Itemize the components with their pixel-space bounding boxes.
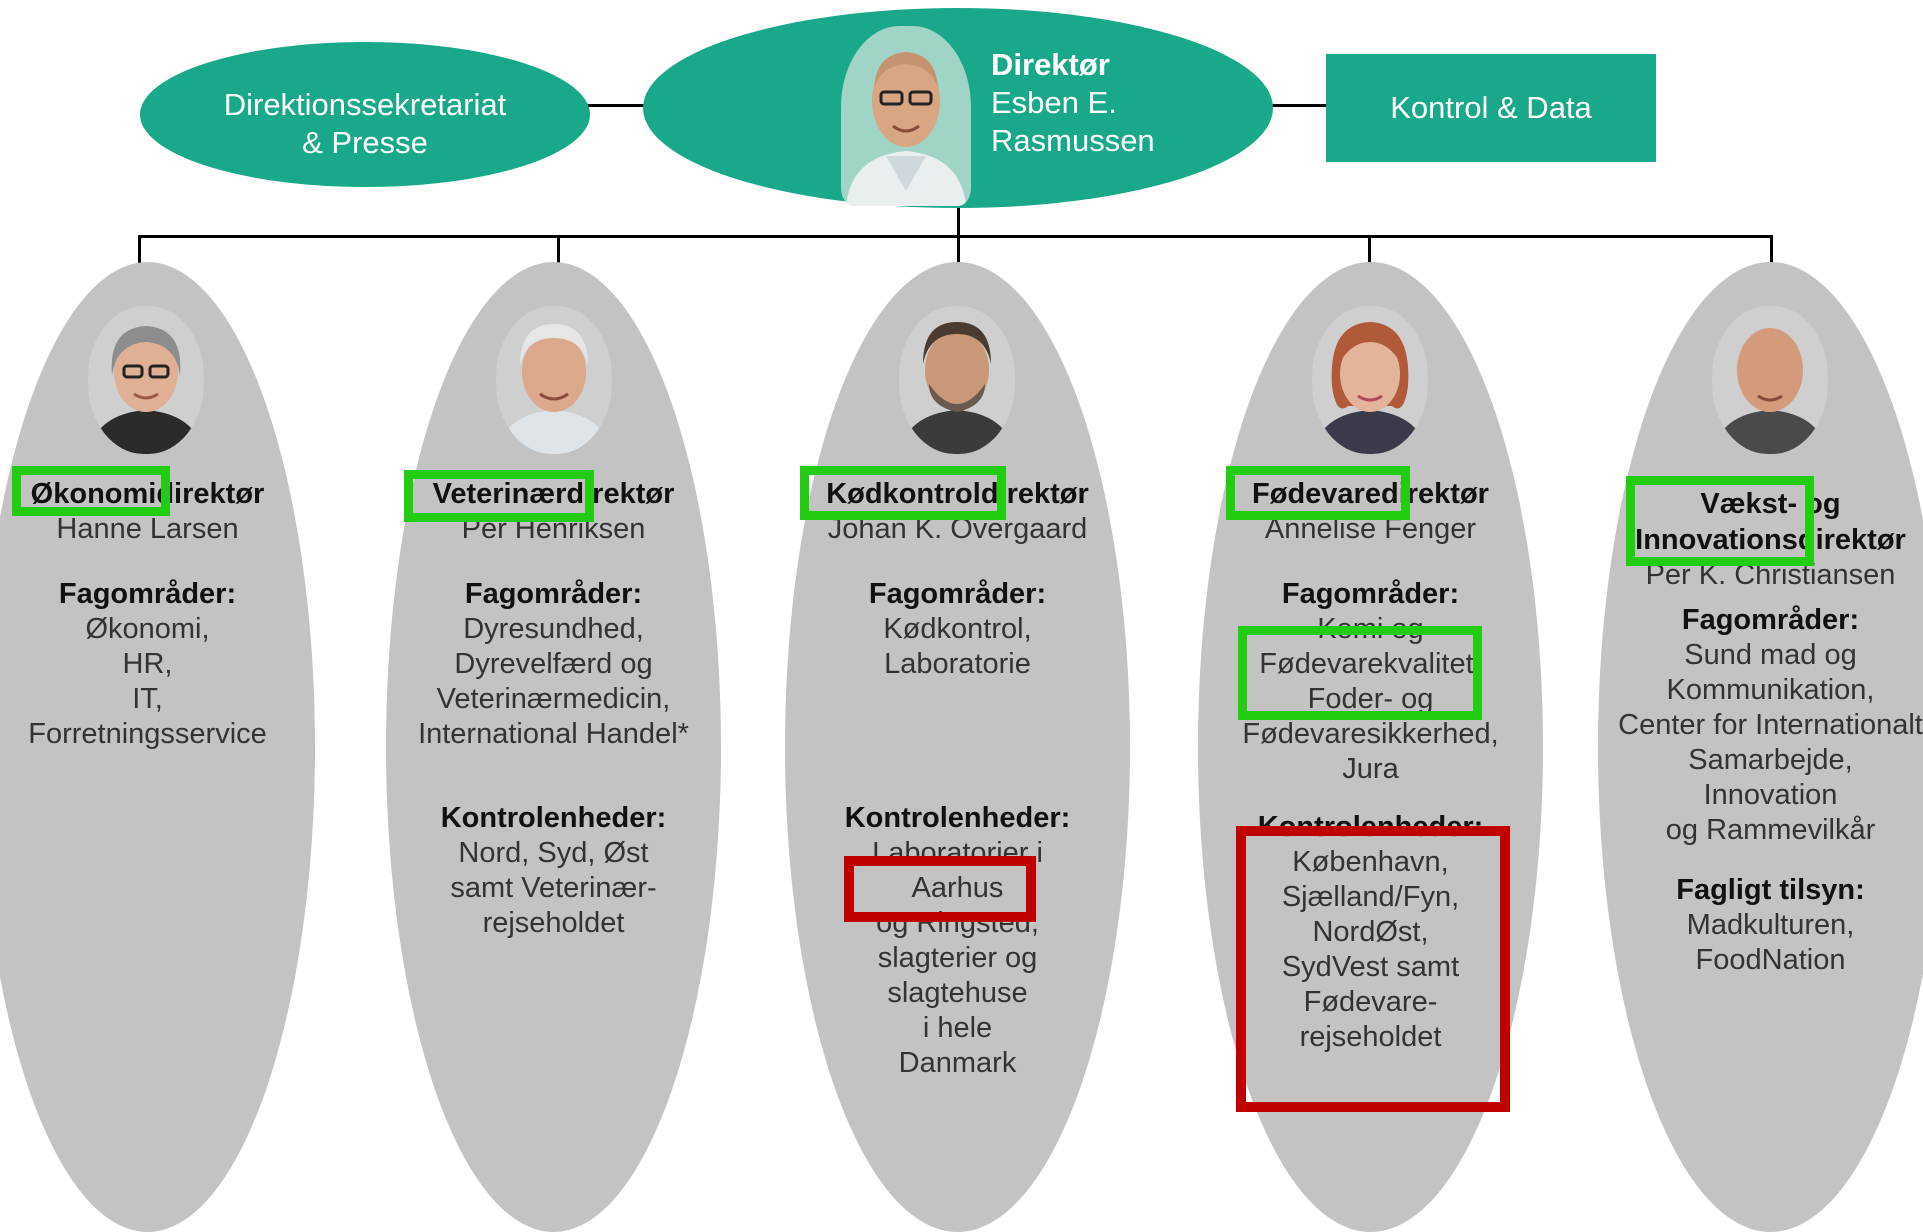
column-okonomi: Økonomidirektør Hanne Larsen Fagområder:… (0, 262, 315, 1232)
photo-johan-overgaard (899, 306, 1015, 454)
director-node: Direktør Esben E. Rasmussen (643, 8, 1273, 208)
fag-item: Samarbejde, (1688, 744, 1853, 776)
kontrol-header-kodkontrol: Kontrolenheder: (844, 802, 1071, 834)
highlight-green-fodevare (1226, 466, 1410, 520)
director-name-line2: Rasmussen (991, 123, 1155, 158)
kontrol-item: i hele (922, 1012, 993, 1044)
column-veterinaer: Veterinærdirektør Per Henriksen Fagområd… (386, 262, 721, 1232)
fag-item: Fødevaresikkerhed, (1242, 718, 1499, 750)
fag-item: Sund mad og (1684, 639, 1857, 671)
secretariat-line2: & Presse (302, 125, 428, 160)
fag-item: International Handel* (418, 718, 689, 750)
kontrol-item: Sjælland/Fyn, (1281, 881, 1460, 913)
kontrol-item: SydVest samt (1281, 951, 1460, 983)
fag-header-kodkontrol: Fagområder: (868, 578, 1047, 610)
role-fodevare: Fødevaredirektør (1252, 478, 1489, 510)
photo-per-christiansen (1712, 306, 1828, 454)
kontrol-item: samt Veterinær- (450, 872, 657, 904)
fag-item: Jura (1342, 753, 1399, 785)
fag-item: Fødevarekvalitet, (1259, 648, 1482, 680)
kontrol-item: København, (1292, 846, 1449, 878)
fag-item: Dyresundhed, (463, 613, 644, 645)
fag-header-vaekst: Fagområder: (1681, 604, 1860, 636)
fag-item: Foder- og (1307, 683, 1434, 715)
drop-1 (138, 235, 141, 265)
fag-item: Kommunikation, (1666, 674, 1875, 706)
director-name-line1: Esben E. (991, 85, 1117, 120)
tilsyn-item: Madkulturen, (1686, 909, 1855, 941)
column-kodkontrol: Kødkontroldirektør Johan K. Overgaard Fa… (785, 262, 1130, 1232)
fag-item: Økonomi, (85, 613, 210, 645)
connector-left (585, 104, 645, 107)
fag-item: IT, (132, 683, 163, 715)
fag-header-veterinaer: Fagområder: (464, 578, 643, 610)
kontrol-item: slagtehuse (887, 977, 1028, 1009)
kontrol-data-label: Kontrol & Data (1390, 90, 1592, 125)
fag-item: HR, (122, 648, 173, 680)
connector-horizontal (138, 235, 1772, 238)
fag-header-fodevare: Fagområder: (1281, 578, 1460, 610)
column-vaekst: Vækst- og Innovationsdirektør Per K. Chr… (1598, 262, 1923, 1232)
secretariat-line1: Direktionssekretariat (223, 87, 507, 122)
secretariat-node: Direktionssekretariat & Presse (140, 42, 590, 187)
role-okonomi: Økonomidirektør (30, 478, 265, 510)
fag-item: Kødkontrol, (883, 613, 1032, 645)
kontrol-item: Aarhus (911, 872, 1004, 904)
highlight-green-fodevarekvalitet (1238, 626, 1482, 720)
fag-item: Laboratorie (884, 648, 1031, 680)
director-photo (841, 26, 971, 206)
photo-per-henriksen (496, 306, 612, 454)
kontrol-header-veterinaer: Kontrolenheder: (440, 802, 667, 834)
tilsyn-item: FoodNation (1695, 944, 1846, 976)
kontrol-item: NordØst, (1312, 916, 1429, 948)
name-okonomi: Hanne Larsen (56, 513, 239, 545)
fag-header-okonomi: Fagområder: (58, 578, 237, 610)
connector-vertical (957, 205, 960, 237)
drop-3 (957, 235, 960, 265)
fag-item: Innovation (1703, 779, 1838, 811)
fag-item: Center for Internationalt (1618, 709, 1923, 741)
fag-item: Veterinærmedicin, (436, 683, 671, 715)
role-kodkontrol: Kødkontroldirektør (826, 478, 1089, 510)
highlight-green-veterinaer (404, 470, 594, 522)
highlight-green-kodkontrol (800, 466, 1006, 520)
kontrol-item: Nord, Syd, Øst (458, 837, 649, 869)
kontrol-item: Fødevare- (1303, 986, 1438, 1018)
fag-item: Forretningsservice (28, 718, 267, 750)
highlight-green-okonomi (12, 466, 170, 516)
drop-5 (1770, 235, 1773, 265)
kontrol-item: rejseholdet (482, 907, 625, 939)
drop-4 (1368, 235, 1371, 265)
fag-item: Dyrevelfærd og (454, 648, 653, 680)
drop-2 (557, 235, 560, 265)
role-vaekst-line2: Innovationsdirektør (1635, 524, 1906, 556)
highlight-red-kontrolenheder-fodevare (1236, 826, 1510, 1112)
kontrol-data-box: Kontrol & Data (1326, 54, 1656, 162)
kontrol-item: Danmark (898, 1047, 1017, 1079)
tilsyn-header-vaekst: Fagligt tilsyn: (1676, 874, 1865, 906)
highlight-red-laboratorier (844, 856, 1036, 922)
connector-right (1268, 104, 1328, 107)
kontrol-item: slagterier og (877, 942, 1038, 974)
fag-item: og Rammevilkår (1665, 814, 1876, 846)
column-fodevare: Fødevaredirektør Annelise Fenger Fagområ… (1198, 262, 1543, 1232)
role-vaekst-line1: Vækst- og (1700, 488, 1841, 520)
photo-hanne-larsen (88, 306, 204, 454)
highlight-green-vaekst (1626, 476, 1814, 566)
role-veterinaer: Veterinærdirektør (432, 478, 675, 510)
director-title: Direktør (991, 47, 1110, 82)
photo-annelise-fenger (1312, 306, 1428, 454)
kontrol-item: rejseholdet (1299, 1021, 1442, 1053)
